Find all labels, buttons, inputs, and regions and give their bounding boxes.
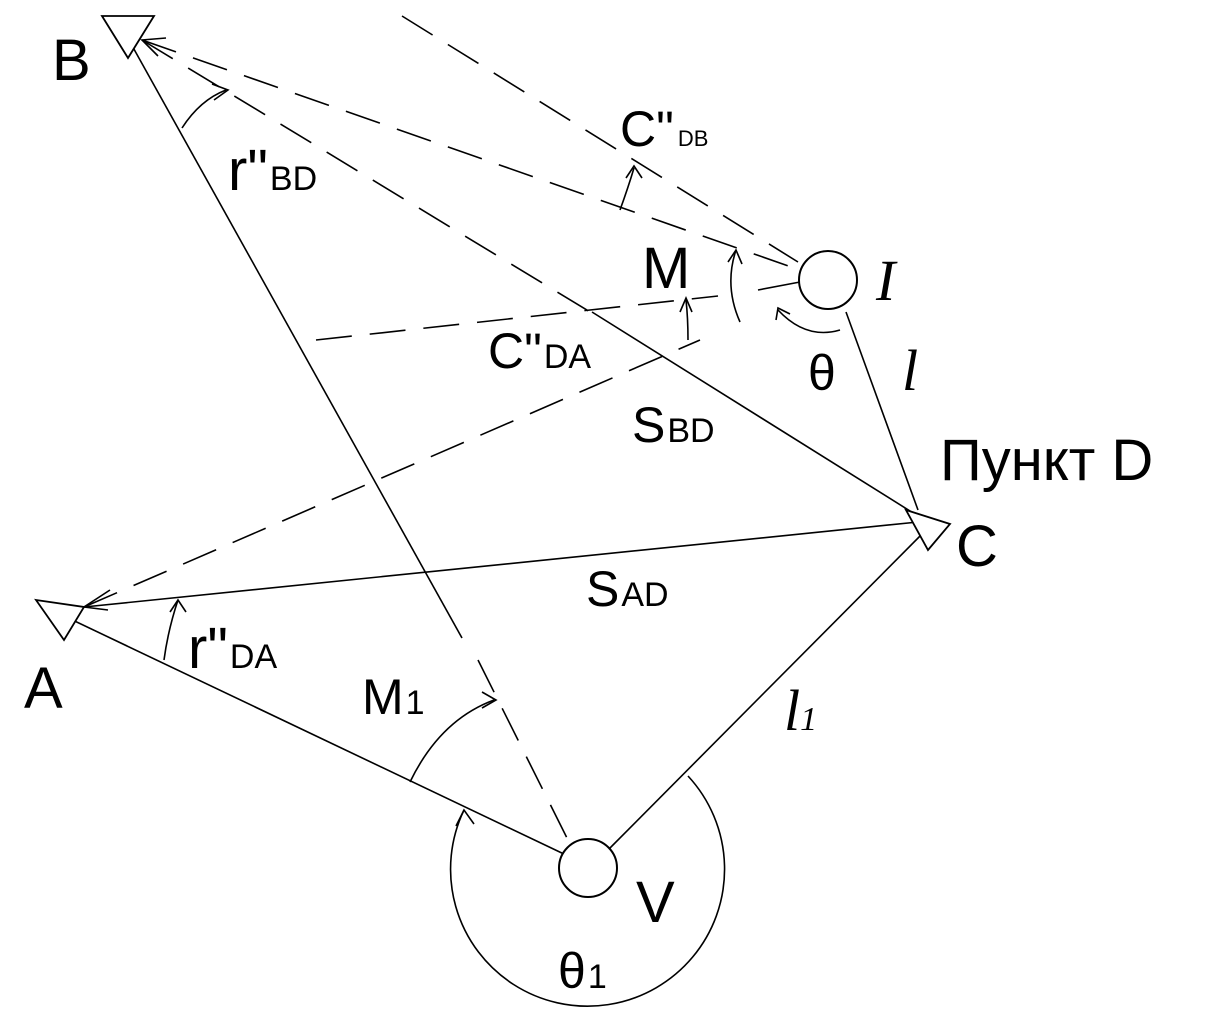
label-c-db: C"DB	[620, 101, 708, 157]
arrow-c-db	[625, 164, 643, 179]
label-a: A	[24, 656, 63, 721]
line-a-to-c	[83, 521, 919, 608]
triangle-c	[904, 508, 952, 552]
label-b: B	[52, 28, 91, 93]
line-i-tick	[757, 281, 801, 291]
line-v-to-c	[607, 527, 929, 851]
label-l1: l1	[784, 678, 817, 743]
arrow-a-tip	[81, 589, 111, 611]
angle-arcs	[163, 89, 841, 1007]
arc-m1	[409, 699, 495, 783]
arrow-b-tip	[140, 37, 167, 57]
arrow-c-da	[679, 295, 693, 313]
label-m1: M1	[362, 669, 425, 725]
arc-theta1	[449, 775, 726, 1007]
triangle-a	[34, 598, 86, 642]
label-c: C	[956, 514, 998, 579]
label-i: I	[875, 248, 898, 313]
station-i	[798, 250, 858, 310]
label-v: V	[636, 870, 675, 935]
label-c-da: C"DA	[488, 323, 591, 379]
arc-r-da	[163, 599, 179, 661]
arc-c-db	[619, 167, 635, 211]
label-s-ad: SAD	[586, 561, 669, 617]
arrow-m1	[481, 691, 498, 709]
line-b-to-c-segment	[591, 311, 919, 517]
arrow-theta	[775, 306, 791, 321]
arrowheads	[81, 37, 791, 827]
arc-theta	[777, 309, 841, 334]
line-a-to-v	[61, 614, 567, 856]
line-i-to-c	[845, 311, 919, 511]
arrow-theta1	[455, 808, 475, 827]
label-theta: θ	[808, 345, 836, 401]
arc-c-da	[685, 299, 689, 341]
label-r-bd: r"BD	[228, 138, 317, 203]
stations	[558, 250, 858, 898]
label-l: l	[902, 338, 918, 403]
station-v	[558, 838, 618, 898]
dashed-b-to-c	[141, 39, 601, 319]
arrow-m	[727, 248, 743, 265]
triangle-b	[100, 15, 156, 60]
line-b-to-v	[129, 41, 463, 639]
dashed-a-to-i	[83, 339, 701, 608]
arrow-r-da	[169, 598, 187, 613]
survey-markers	[34, 15, 952, 642]
label-theta1: θ1	[558, 943, 607, 999]
arc-m	[730, 249, 741, 323]
dashed-top-to-i	[401, 15, 799, 263]
dashed-b-to-v-lower	[477, 659, 569, 841]
solid-lines	[61, 41, 929, 856]
label-s-bd: SBD	[632, 397, 715, 453]
dashed-m-direction	[315, 295, 719, 341]
label-punkt-d: Пункт D	[940, 428, 1153, 493]
arrow-r-bd	[211, 83, 230, 101]
label-m: M	[642, 236, 690, 301]
label-r-da: r"DA	[188, 616, 277, 681]
arc-r-bd	[181, 89, 227, 129]
dashed-b-to-i	[141, 39, 801, 271]
